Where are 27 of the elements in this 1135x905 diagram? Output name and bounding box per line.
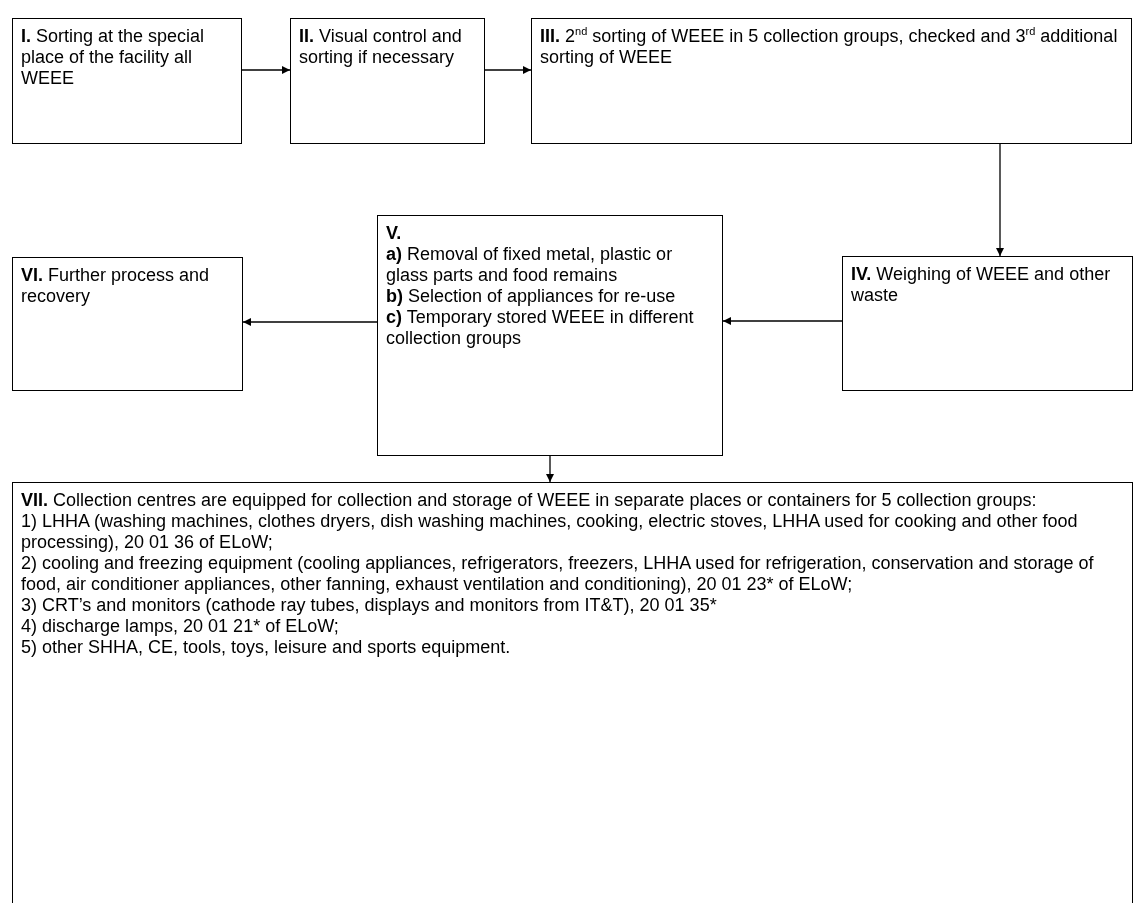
list-item: 3) CRT’s and monitors (cathode ray tubes, displays and monitors from IT&T), 20 01 35* [21, 595, 718, 616]
process-box [12, 18, 242, 144]
step-text: IV. Weighing of WEEE and other waste [851, 264, 1112, 306]
list-item: 5) other SHHA, CE, tools, toys, leisure and sports equipment. [21, 637, 512, 658]
arrow [546, 455, 554, 483]
arrow [722, 317, 843, 325]
step-number: V. [386, 223, 403, 244]
process-box [12, 482, 1133, 903]
list-item: 1) LHHA (washing machines, clothes dryers, dish washing machines, cooking, electric stoves, LHHA used for cooking and other food processing), 20 01 36 of ELoW; [21, 511, 1079, 553]
arrow [996, 143, 1004, 257]
step-text: VI. Further process and recovery [21, 265, 211, 307]
process-box [377, 215, 723, 456]
process-box [531, 18, 1132, 144]
arrow [241, 66, 291, 74]
step-text: II. Visual control and sorting if necessary [299, 26, 463, 68]
step-text: VII. Collection centres are equipped for collection and storage of WEEE in separate places or containers for 5 collection groups: [21, 490, 1038, 511]
arrow [242, 318, 378, 326]
list-item: b) Selection of appliances for re-use [386, 286, 677, 307]
process-box [12, 257, 243, 391]
list-item: c) Temporary stored WEEE in different collection groups [386, 307, 695, 349]
process-box [290, 18, 485, 144]
arrow [484, 66, 532, 74]
step-text: III. 2$^{nd}$ sorting of WEEE in 5 collection groups, checked and 3$^{rd}$ additional sorting of WEEE [540, 26, 1119, 68]
step-text: I. Sorting at the special place of the facility all WEEE [21, 26, 206, 89]
list-item: 2) cooling and freezing equipment (cooling appliances, refrigerators, freezers, LHHA used for refrigeration, conservation and storage of food, air conditioner appliances, other fanning, exhaust ventilation and conditioning), 20 01 23* of ELoW; [21, 553, 1095, 595]
process-box [842, 256, 1133, 391]
list-item: 4) discharge lamps, 20 01 21* of ELoW; [21, 616, 340, 637]
